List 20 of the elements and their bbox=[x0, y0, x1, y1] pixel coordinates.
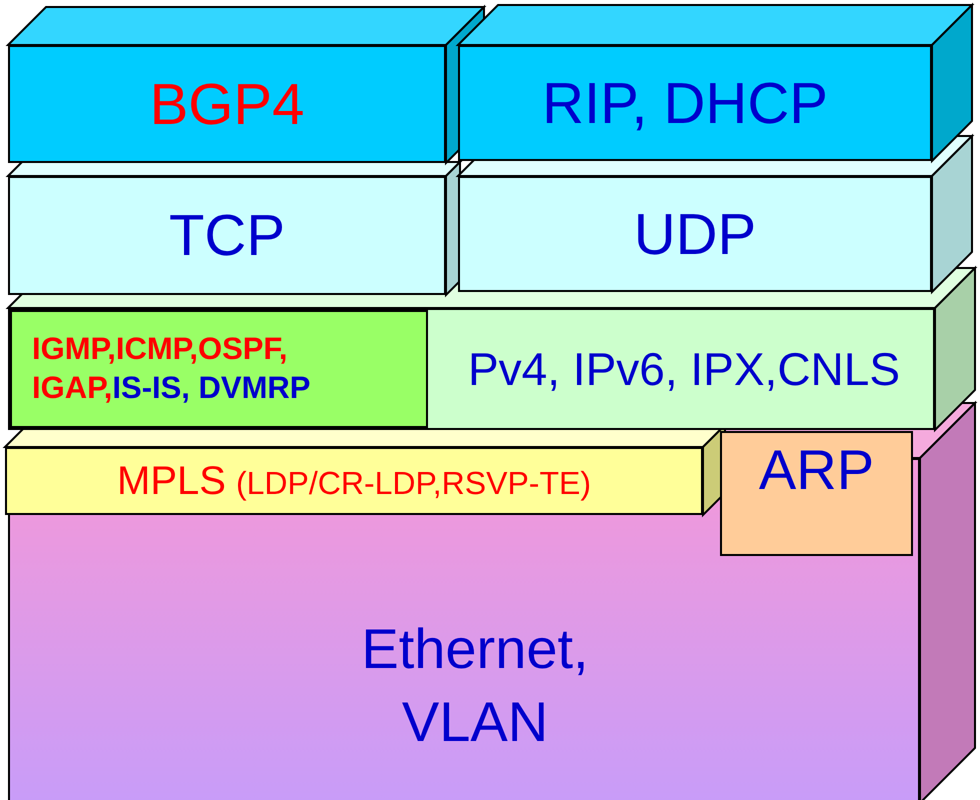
protocol-name: IS-IS, DVMRP bbox=[112, 370, 310, 405]
protocol-name: (LDP/CR-LDP,RSVP-TE) bbox=[236, 464, 591, 500]
layer-label: Pv4, IPv6, IPX,CNLS bbox=[468, 343, 900, 395]
protocol-block bbox=[8, 45, 446, 163]
protocol-block bbox=[458, 176, 932, 292]
protocol-layer bbox=[8, 308, 935, 430]
protocol-block bbox=[5, 447, 703, 515]
protocol-name: IGAP, bbox=[32, 370, 112, 405]
layer-label: TCP bbox=[169, 203, 285, 268]
layer-label: RIP, DHCP bbox=[542, 70, 828, 136]
protocol-block bbox=[720, 431, 913, 556]
protocol-name: IGMP,ICMP,OSPF, bbox=[32, 330, 289, 368]
layer-label: Ethernet, VLAN bbox=[361, 616, 589, 752]
protocol-block bbox=[458, 45, 932, 161]
layer-label: BGP4 bbox=[150, 72, 304, 136]
protocol-block bbox=[8, 176, 446, 295]
layer-label: UDP bbox=[634, 202, 756, 266]
layer-label: ARP bbox=[758, 438, 874, 501]
protocol-name: MPLS bbox=[117, 458, 226, 502]
protocol-block bbox=[10, 310, 428, 428]
